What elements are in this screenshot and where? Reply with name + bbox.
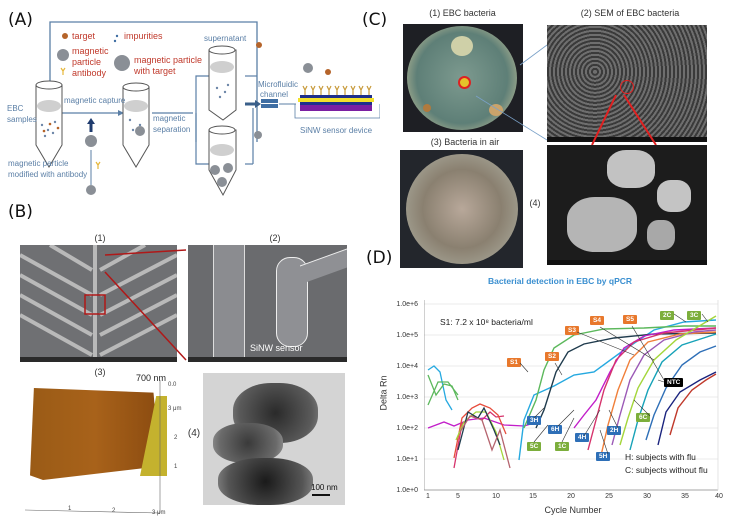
y-tick-1e0: 1.0e+0 [396,487,418,494]
panel-c3-title: (3) Bacteria in air [430,137,500,147]
tag-3c: 3C [687,311,702,320]
y-tick-1e1: 1.0e+1 [396,456,418,463]
label-supernatant: supernatant [204,34,247,43]
legend-magnetic-particle-2: particle [72,57,102,67]
x-tick-25: 25 [605,493,613,500]
legend-particle-with-target-2: with target [134,66,176,76]
chart-plot-area [424,300,719,491]
tem-scale-bar-label: 100 nm [311,483,338,492]
x-tick-30: 30 [643,493,651,500]
afm-x-tick-1: 1 [68,506,72,512]
sinw-sensor-label: SiNW sensor [250,343,303,353]
label-modified-particle-2: modified with antibody [8,170,88,179]
chart-x-label: Cycle Number [544,505,602,515]
label-magnetic-capture: magnetic capture [64,96,126,105]
x-tick-15: 15 [529,493,537,500]
label-magnetic-separation-1: magnetic [153,114,186,123]
afm-y-tick-1: 1 [174,464,178,470]
zoom-connector-lines [475,44,657,146]
tag-s4: S4 [590,316,604,325]
panel-b-label: (B) [8,202,33,222]
legend-particle-with-target-1: magnetic particle [134,55,203,65]
tag-leader-lines [519,313,709,455]
label-ebc-samples-2: samples [7,115,37,124]
panel-c-label: (C) [362,10,388,30]
sem-zoomed-bacteria-image [547,145,707,265]
label-magnetic-separation-2: separation [153,125,191,134]
afm-x-tick-2: 2 [112,508,116,514]
chart-annotation-s1: S1: 7.2 x 10⁸ bacteria/ml [440,317,533,327]
x-tick-1: 1 [426,493,430,500]
tag-s5: S5 [623,315,637,324]
tag-2c: 2C [660,311,675,320]
panel-b4-label: (4) [187,428,201,439]
panel-c4-label: (4) [529,198,541,208]
panel-a-label: (A) [8,10,33,30]
afm-y-tick-2: 2 [174,435,178,441]
afm-y-tick-3: 3 μm [168,406,182,412]
sinw-sem-image [188,245,347,362]
label-modified-particle-1: magnetic particle [8,159,69,168]
panel-d-label: (D) [366,248,393,268]
panel-c2-title: (2) SEM of EBC bacteria [580,8,680,18]
tem-scale-bar [312,494,330,496]
tag-5h: 5H [596,452,611,461]
tag-ntc: NTC [664,378,684,387]
tag-s3: S3 [565,326,579,335]
afm-x-tick-3: 3 μm [152,510,166,516]
x-tick-10: 10 [492,493,500,500]
panel-b3-label: (3) [94,367,106,377]
afm-axes [24,380,161,514]
afm-z-label: 700 nm [136,373,167,383]
petri-dish-ebc-bacteria-image [403,24,523,132]
label-ebc-samples-1: EBC [7,104,24,113]
x-tick-5: 5 [456,493,460,500]
legend-magnetic-particle-1: magnetic [72,46,109,56]
legend-antibody: antibody [72,68,107,78]
sem-ebc-bacteria-image [547,25,707,142]
chart-y-label: Delta Rn [378,375,389,411]
legend-note-h: H: subjects with flu [625,452,696,462]
y-tick-1e3: 1.0e+3 [396,394,418,401]
label-microfluidic-2: channel [260,90,289,99]
legend-target: target [72,31,96,41]
legend-note-c: C: subjects without flu [625,465,708,475]
tag-s1: S1 [507,358,521,367]
tag-6c: 6C [636,413,651,422]
tag-4h: 4H [575,433,590,442]
afm-surface-image [22,388,167,480]
panel-c1-title: (1) EBC bacteria [429,8,496,18]
panel-b2-label: (2) [269,233,281,243]
chart-title: Bacterial detection in EBC by qPCR [487,276,633,286]
tag-3h: 3H [527,416,542,425]
b-zoom-arrows [104,249,187,361]
x-tick-20: 20 [567,493,575,500]
tag-6h: 6H [548,425,563,434]
tem-nanoparticle-image [203,373,345,505]
y-tick-1e6: 1.0e+6 [396,301,418,308]
panel-a-diagram [35,21,380,197]
petri-dish-air-bacteria-image [400,150,523,268]
legend-impurities: impurities [124,31,163,41]
tag-1c: 1C [555,442,570,451]
y-tick-1e4: 1.0e+4 [396,363,418,370]
x-tick-35: 35 [681,493,689,500]
label-microfluidic-1: Microfluidic [258,80,299,89]
y-tick-1e5: 1.0e+5 [396,332,418,339]
tag-s2: S2 [545,352,559,361]
afm-z-top: 0.0 [168,382,177,388]
y-tick-1e2: 1.0e+2 [396,425,418,432]
panel-b1-label: (1) [94,233,106,243]
x-tick-40: 40 [715,493,723,500]
tag-2h: 2H [607,426,622,435]
tag-5c: 5C [527,442,542,451]
electrode-sem-image [20,245,177,362]
label-sinw-device: SiNW sensor device [300,126,373,135]
